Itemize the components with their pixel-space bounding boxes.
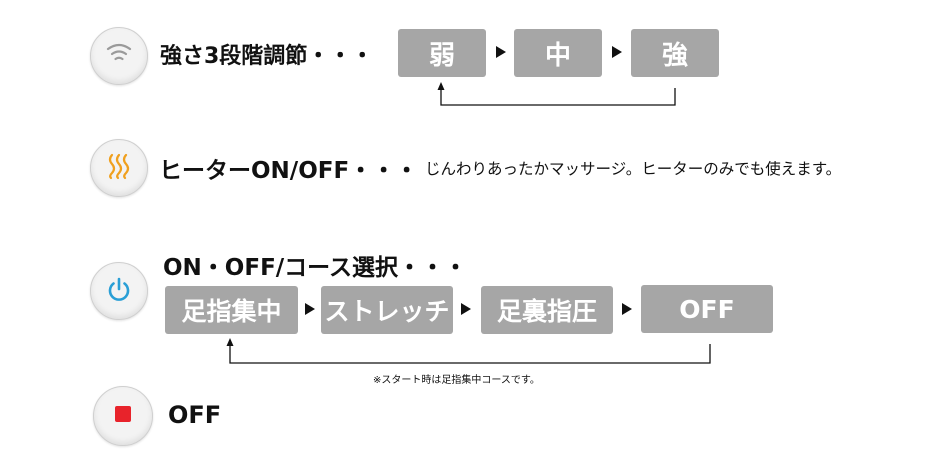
wave-icon — [104, 41, 134, 71]
level-weak: 弱 — [398, 29, 486, 77]
strength-loop-line — [440, 88, 676, 106]
course-loop-line — [229, 344, 711, 364]
course-stretch: ストレッチ — [321, 286, 453, 334]
course-toe-focus: 足指集中 — [165, 286, 298, 334]
arrow-icon — [496, 46, 506, 58]
level-strong: 強 — [631, 29, 719, 77]
arrow-icon — [612, 46, 622, 58]
heater-button[interactable] — [90, 139, 148, 197]
stop-button[interactable] — [93, 386, 153, 446]
arrow-icon — [622, 303, 632, 315]
power-button[interactable] — [90, 262, 148, 320]
course-loop-arrowhead — [226, 338, 234, 346]
heater-label: ヒーターON/OFF・・・ — [159, 158, 419, 184]
course-sole-shiatsu: 足裏指圧 — [481, 286, 613, 334]
strength-button[interactable] — [90, 27, 148, 85]
heat-icon — [106, 152, 132, 184]
strength-loop-arrowhead — [437, 82, 445, 90]
course-off: OFF — [641, 285, 773, 333]
stop-label: OFF — [168, 401, 222, 429]
stop-icon — [113, 404, 133, 428]
arrow-icon — [305, 303, 315, 315]
level-medium: 中 — [514, 29, 602, 77]
strength-label: 強さ3段階調節・・・ — [160, 44, 374, 69]
power-label: ON・OFF/コース選択・・・ — [163, 255, 468, 281]
course-note: ※スタート時は足指集中コースです。 — [373, 375, 540, 386]
power-icon — [105, 275, 133, 307]
heater-description: じんわりあったかマッサージ。ヒーターのみでも使えます。 — [425, 160, 842, 178]
arrow-icon — [461, 303, 471, 315]
